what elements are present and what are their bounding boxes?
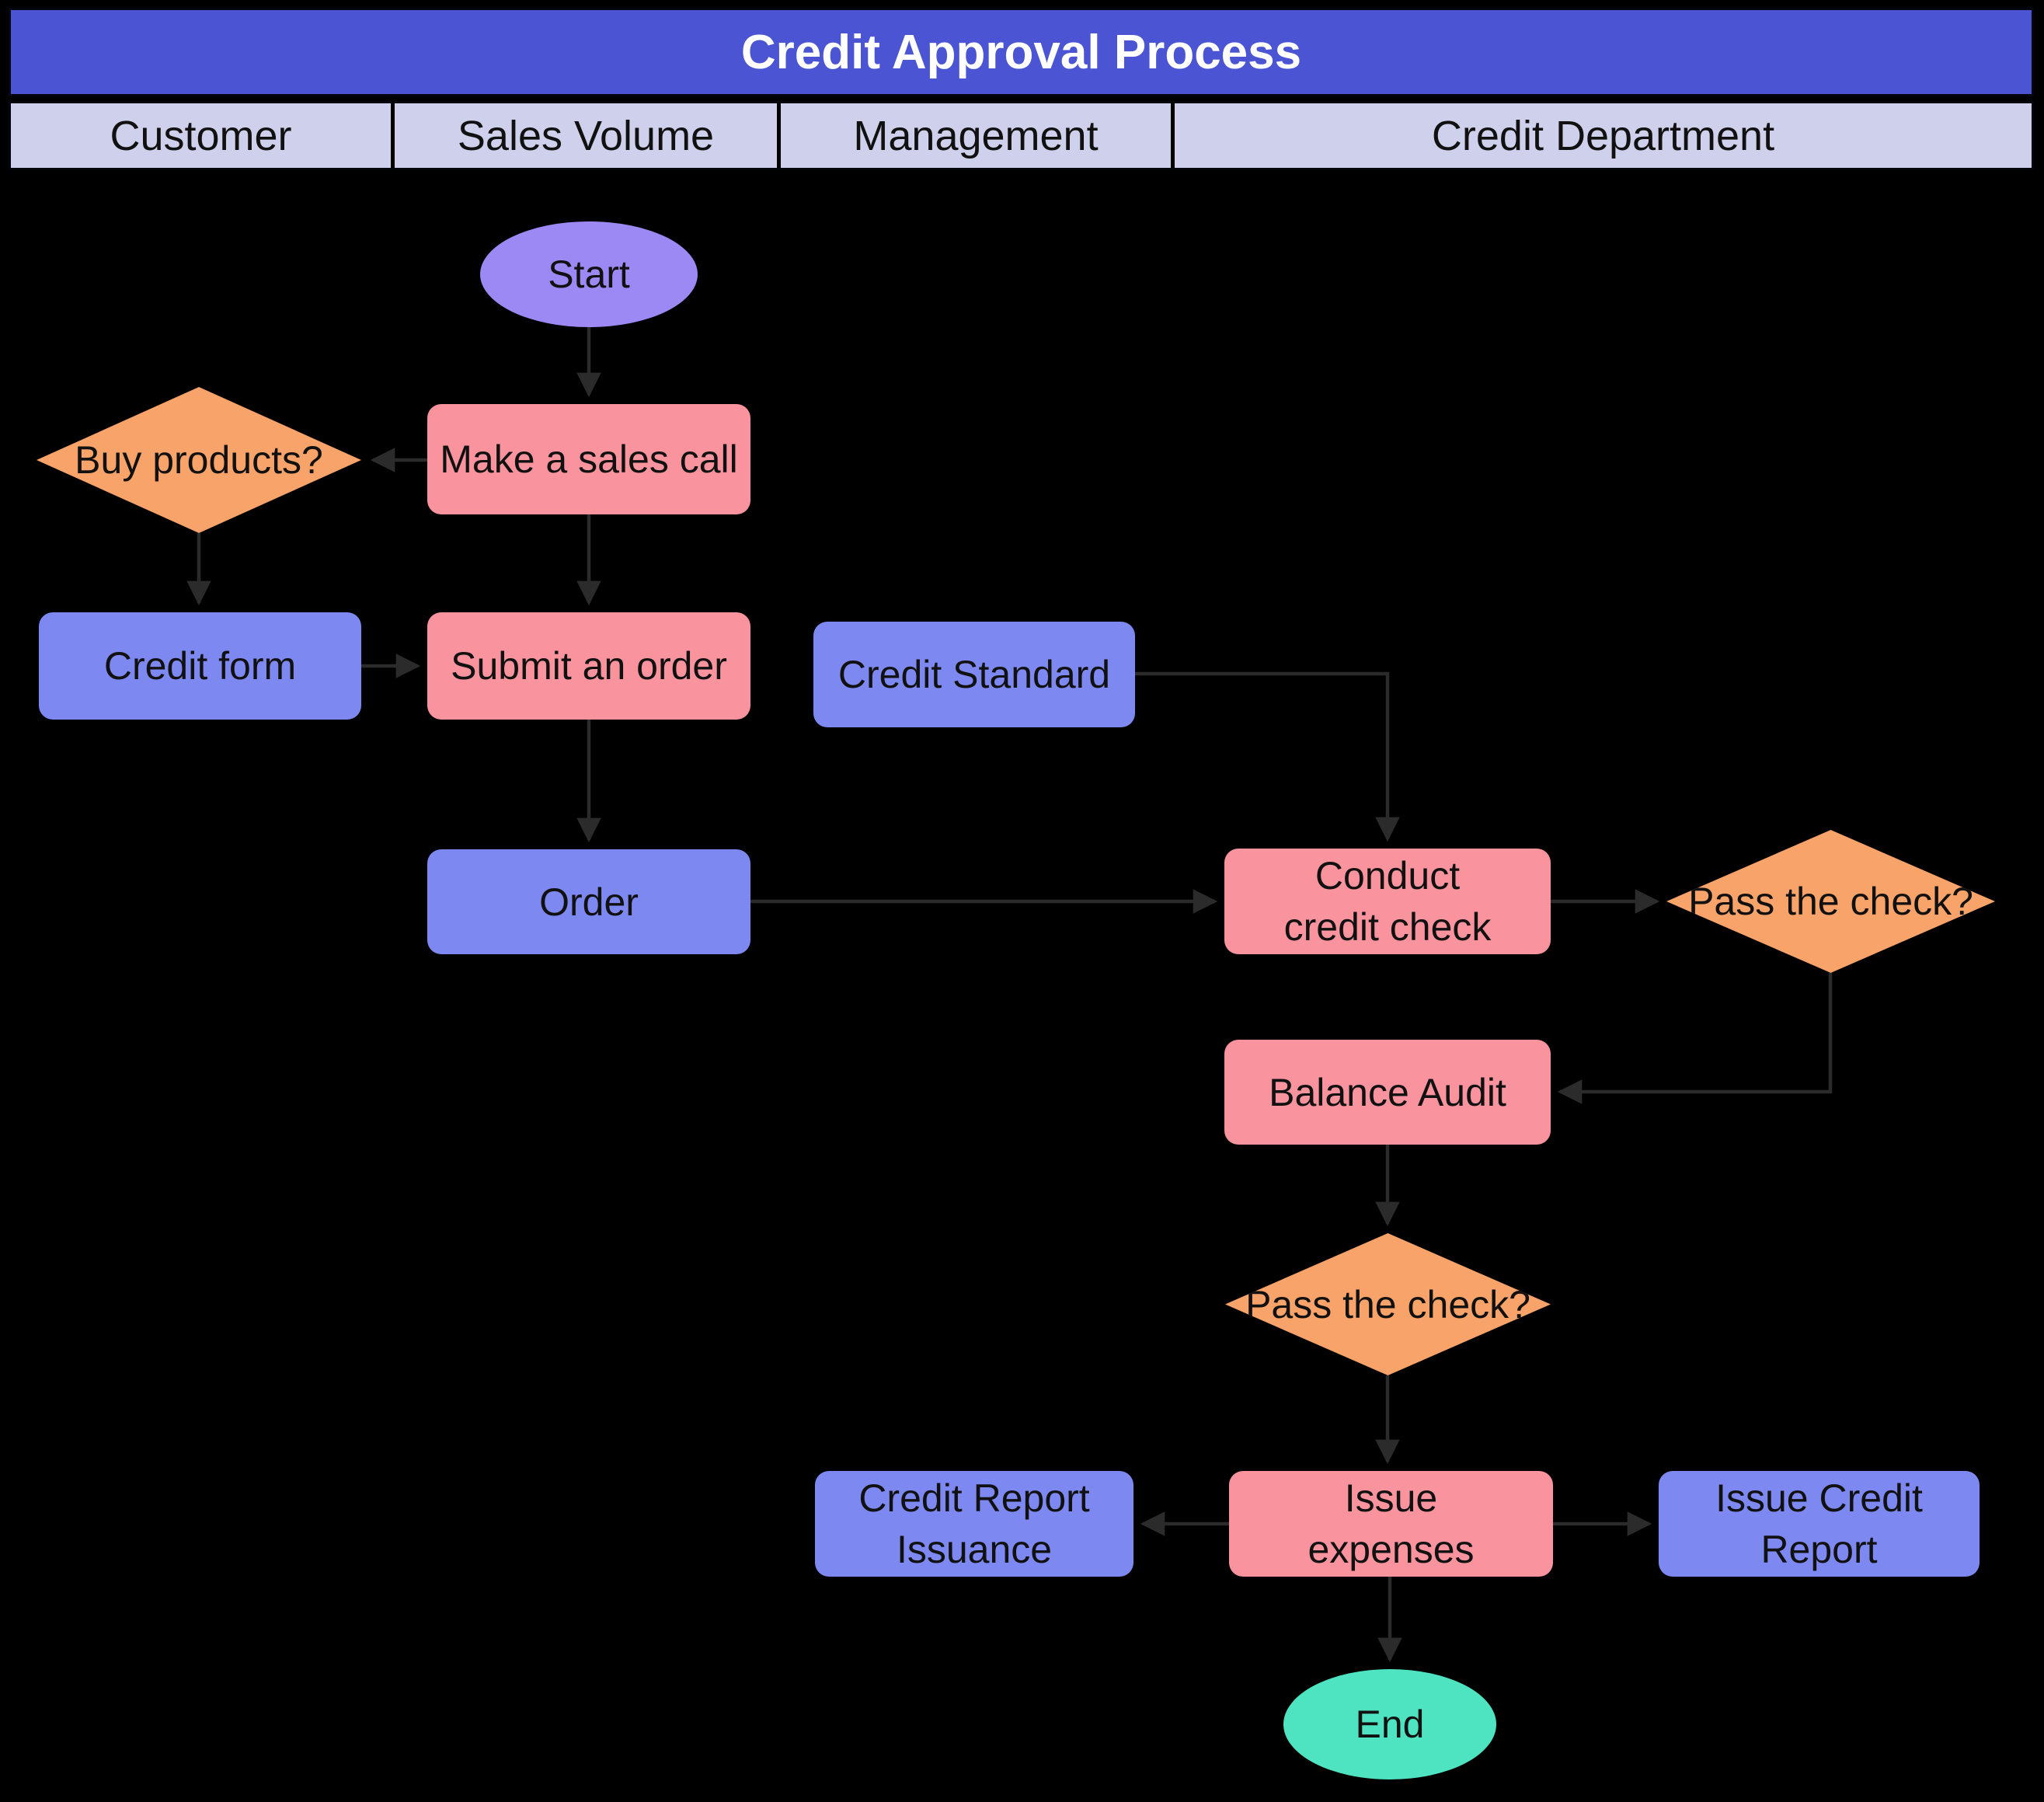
lane-label: Sales Volume xyxy=(457,112,715,159)
credit-report-issuance-node: Credit Report Issuance xyxy=(815,1471,1133,1577)
lane-header-management: Management xyxy=(781,103,1175,168)
issue-credit-report-node: Issue Credit Report xyxy=(1659,1471,1980,1577)
lane-label: Customer xyxy=(110,112,292,159)
node-label: Pass the check? xyxy=(1688,880,1973,923)
node-label: Credit form xyxy=(103,644,297,688)
node-label: Balance Audit xyxy=(1269,1070,1506,1114)
node-label: Issue expenses xyxy=(1308,1473,1474,1575)
node-label-line1: Issue Credit xyxy=(1715,1476,1923,1520)
node-label-line1: Credit Report xyxy=(858,1476,1090,1520)
connector-credit-standard-to-conduct-credit-check xyxy=(1135,671,1400,842)
conduct-credit-check-node: Conduct credit check xyxy=(1224,849,1551,954)
order-node: Order xyxy=(427,849,750,954)
submit-order-node: Submit an order xyxy=(427,612,750,720)
node-label: Buy products? xyxy=(75,438,323,482)
node-label: Submit an order xyxy=(451,644,727,688)
credit-standard-node: Credit Standard xyxy=(813,622,1135,727)
diagram-title-bar: Credit Approval Process xyxy=(9,8,2034,96)
node-label-line2: credit check xyxy=(1283,905,1492,949)
node-label: Make a sales call xyxy=(440,437,738,481)
diagram-title: Credit Approval Process xyxy=(740,25,1302,79)
start-node: Start xyxy=(480,221,698,327)
balance-audit-node: Balance Audit xyxy=(1224,1040,1551,1145)
node-label: Issue Credit Report xyxy=(1715,1473,1923,1575)
lane-label: Credit Department xyxy=(1431,112,1775,159)
node-label-line2: Issuance xyxy=(896,1528,1053,1571)
node-label: Conduct credit check xyxy=(1284,850,1492,953)
node-label-line2: Report xyxy=(1760,1528,1878,1571)
credit-form-node: Credit form xyxy=(39,612,361,720)
connector-pass-check-1-to-balance-audit xyxy=(1557,973,1833,1104)
node-label: Credit Report Issuance xyxy=(858,1473,1089,1575)
node-label: Start xyxy=(548,253,630,296)
lane-header-credit-department: Credit Department xyxy=(1175,103,2032,168)
node-label: Credit Standard xyxy=(837,653,1111,696)
lane-label: Management xyxy=(853,112,1099,159)
node-label-line1: Conduct xyxy=(1314,854,1461,898)
node-label: Order xyxy=(539,880,639,924)
swimlane-header: Customer Sales Volume Management Credit … xyxy=(9,101,2034,170)
lane-header-customer: Customer xyxy=(11,103,395,168)
issue-expenses-node: Issue expenses xyxy=(1229,1471,1553,1577)
lane-header-sales-volume: Sales Volume xyxy=(395,103,781,168)
end-node: End xyxy=(1283,1669,1496,1779)
node-label: End xyxy=(1355,1703,1425,1746)
node-label: Pass the check? xyxy=(1245,1282,1530,1326)
make-sales-call-node: Make a sales call xyxy=(427,404,750,514)
node-label-line1: Issue xyxy=(1344,1476,1438,1520)
node-label-line2: expenses xyxy=(1308,1528,1475,1571)
